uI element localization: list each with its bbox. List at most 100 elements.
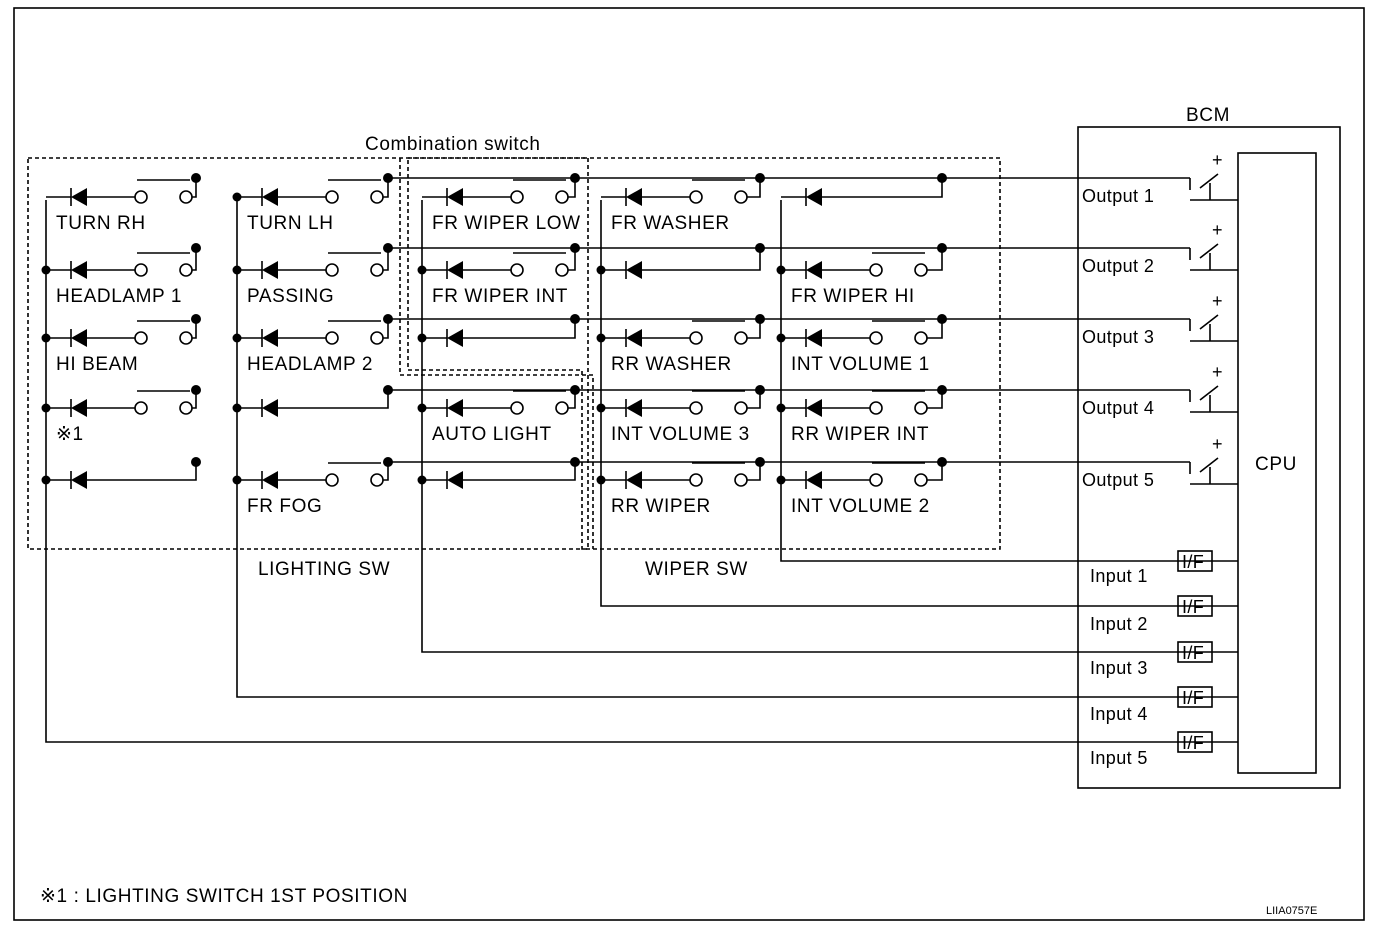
switch-label: TURN RH	[56, 213, 146, 234]
junction-dot	[383, 385, 393, 395]
input-label: Input 5	[1090, 748, 1148, 768]
switch-cell: FR WIPER HI	[776, 243, 947, 307]
wire	[383, 248, 389, 271]
switch-contact	[134, 401, 148, 415]
switch-contact	[555, 190, 569, 204]
bus-line-input-5	[45, 200, 1238, 743]
combination-switch-label: Combination switch	[365, 134, 541, 155]
bus-line-input-1	[780, 200, 1238, 562]
interface-label: I/F	[1182, 643, 1204, 663]
junction-dot	[755, 173, 765, 183]
wire	[383, 178, 389, 198]
switch-cell: TURN RH	[46, 173, 201, 234]
switch-label: INT VOLUME 2	[791, 496, 930, 517]
junction-dot	[937, 314, 947, 324]
switch-contact	[914, 401, 928, 415]
junction-dot	[383, 173, 393, 183]
wire	[747, 390, 761, 409]
switch-label: ※1	[56, 424, 84, 445]
switch-cell: HI BEAM	[41, 314, 201, 375]
switch-label: FR WASHER	[611, 213, 730, 234]
transistor-icon	[1189, 178, 1238, 201]
wire	[463, 462, 576, 481]
switch-label: HEADLAMP 2	[247, 354, 373, 375]
switch-contact	[689, 331, 703, 345]
switch-cell: FR WASHER	[601, 173, 765, 234]
switch-contact	[510, 263, 524, 277]
switch-contact	[370, 473, 384, 487]
switch-contact	[869, 473, 883, 487]
switch-label: INT VOLUME 1	[791, 354, 930, 375]
switch-contact	[914, 263, 928, 277]
switch-contact	[555, 401, 569, 415]
switch-cell: HEADLAMP 2	[232, 314, 393, 375]
switch-cell: INT VOLUME 1	[776, 314, 947, 375]
switch-contact	[325, 263, 339, 277]
supply-plus: +	[1212, 220, 1223, 240]
diode-icon	[806, 261, 822, 279]
transistor-icon	[1189, 319, 1238, 342]
supply-plus: +	[1212, 150, 1223, 170]
output-channel: Output 2+	[1082, 220, 1238, 276]
switch-contact	[689, 190, 703, 204]
diode-icon	[447, 188, 463, 206]
diode-icon	[71, 471, 87, 489]
switch-cell	[232, 385, 393, 417]
interface-box	[1177, 731, 1213, 753]
wire	[278, 390, 389, 409]
junction-dot	[191, 385, 201, 395]
switch-contact	[134, 331, 148, 345]
footnote: ※1 : LIGHTING SWITCH 1ST POSITION	[40, 886, 408, 907]
wire	[747, 462, 761, 481]
interface-box	[1177, 686, 1213, 708]
wire	[747, 319, 761, 339]
switch-label: HI BEAM	[56, 354, 138, 375]
junction-dot	[755, 385, 765, 395]
lighting-sw-label: LIGHTING SW	[258, 559, 390, 580]
switch-cell	[41, 457, 201, 489]
supply-plus: +	[1212, 362, 1223, 382]
wire	[463, 319, 576, 339]
switch-label: FR FOG	[247, 496, 322, 517]
input-label: Input 3	[1090, 658, 1148, 678]
wiper-sw-label: WIPER SW	[645, 559, 748, 580]
diode-icon	[447, 471, 463, 489]
input-label: Input 1	[1090, 566, 1148, 586]
interface-box	[1177, 641, 1213, 663]
switch-contact	[179, 331, 193, 345]
junction-dot	[570, 314, 580, 324]
figure-code: LIIA0757E	[1266, 905, 1317, 917]
junction-dot	[570, 385, 580, 395]
wire	[927, 248, 943, 271]
junction-dot	[191, 243, 201, 253]
diode-icon	[262, 261, 278, 279]
switch-contact	[370, 331, 384, 345]
diode-icon	[262, 471, 278, 489]
output-label: Output 5	[1082, 470, 1154, 490]
transistor-emitter	[1199, 314, 1219, 330]
switch-label: AUTO LIGHT	[432, 424, 552, 445]
switch-contact	[734, 190, 748, 204]
transistor-emitter	[1199, 173, 1219, 189]
transistor-icon	[1189, 390, 1238, 413]
switch-label: FR WIPER LOW	[432, 213, 581, 234]
diode-icon	[626, 471, 642, 489]
transistor-emitter	[1199, 385, 1219, 401]
transistor-icon	[1189, 248, 1238, 271]
switch-cell	[417, 457, 580, 489]
switch-cell: RR WIPER INT	[776, 385, 947, 445]
interface-label: I/F	[1182, 733, 1204, 753]
switch-label: FR WIPER HI	[791, 286, 915, 307]
output-channel: Output 5+	[1082, 434, 1238, 490]
cpu-label: CPU	[1255, 454, 1297, 475]
junction-dot	[191, 457, 201, 467]
switch-label: RR WIPER	[611, 496, 711, 517]
transistor-emitter	[1199, 243, 1219, 259]
wire	[568, 248, 576, 271]
wire	[568, 390, 576, 409]
bcm-label: BCM	[1186, 105, 1230, 126]
switch-cell	[417, 314, 580, 347]
switch-label: HEADLAMP 1	[56, 286, 182, 307]
